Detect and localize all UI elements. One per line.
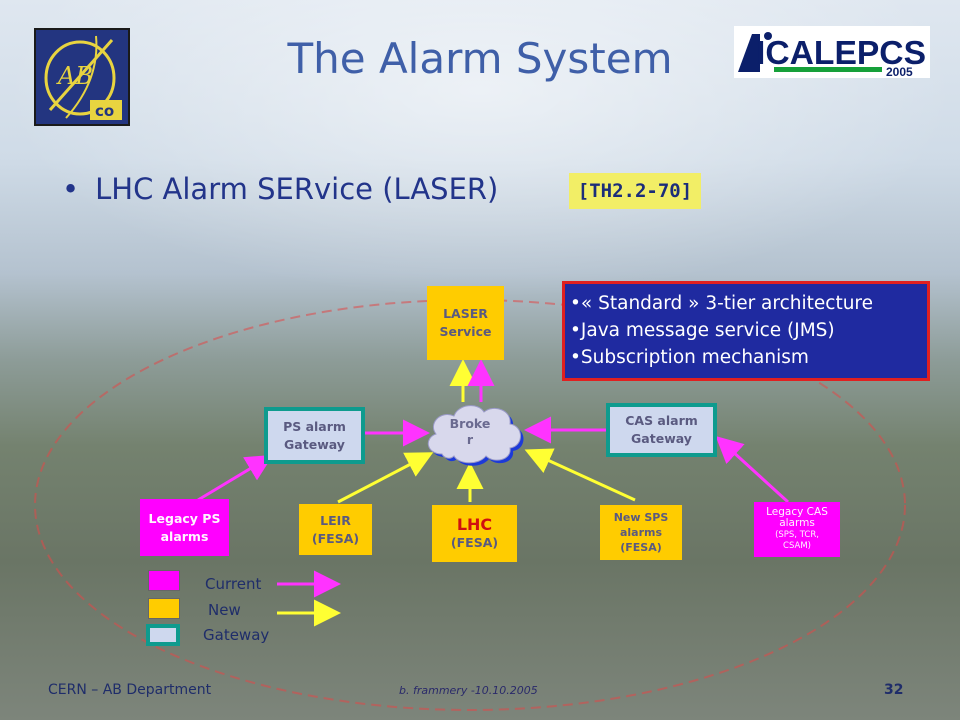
legend-swatch-gateway (146, 624, 180, 646)
legend-swatch-current (148, 570, 180, 591)
legacy-ps-line1: Legacy PS (148, 510, 221, 526)
laser-service-node: LASER Service (427, 286, 504, 360)
broker-line1: Broke (449, 416, 491, 431)
bullet-item: • LHC Alarm SERvice (LASER) (62, 172, 498, 206)
arrow-sps-broker (524, 448, 636, 502)
leir-line2: (FESA) (311, 530, 360, 546)
laser-line2: Service (439, 324, 492, 339)
arrow-legacyps-psgw (197, 454, 274, 502)
broker-label: Broke r (420, 416, 520, 448)
page-title: The Alarm System (287, 34, 673, 83)
info-item: •Java message service (JMS) (570, 320, 835, 341)
ab-logo-text: AB (56, 62, 93, 90)
sps-line3: (FESA) (620, 541, 662, 554)
leir-line1: LEIR (320, 512, 351, 528)
ab-co-logo: AB co (34, 28, 130, 126)
sps-line1: New SPS (613, 511, 669, 524)
icalepcs-logo: ICALEPCS 2005 (734, 26, 930, 79)
legacy-ps-line2: alarms (160, 528, 209, 544)
lhc-fesa-node: LHC (FESA) (432, 505, 517, 562)
info-box: •« Standard » 3-tier architecture •Java … (562, 281, 930, 381)
cas-alarm-gateway-node: CAS alarm Gateway (606, 403, 717, 457)
cas-gateway-line2: Gateway (631, 431, 692, 446)
bullet-text: LHC Alarm SERvice (LASER) (95, 172, 499, 206)
cas-gateway-line1: CAS alarm (625, 413, 698, 428)
ps-alarm-gateway-node: PS alarm Gateway (264, 407, 365, 464)
legacy-cas-line2: alarms (779, 517, 815, 529)
lhc-line2: (FESA) (450, 534, 499, 550)
legend-label-gateway: Gateway (203, 626, 270, 644)
broker-cloud: Broke r (420, 398, 528, 466)
page-number: 32 (884, 682, 904, 698)
legacy-cas-line1: Legacy CAS (766, 505, 828, 518)
legacy-cas-line4: CSAM) (783, 541, 811, 551)
co-logo-text: co (95, 102, 114, 120)
leir-fesa-node: LEIR (FESA) (299, 504, 372, 555)
icalepcs-logo-text: ICALEPCS (756, 34, 926, 71)
ps-gateway-line1: PS alarm (283, 418, 346, 434)
legacy-cas-alarms-node: Legacy CAS alarms (SPS, TCR, CSAM) (754, 502, 840, 557)
lhc-line1: LHC (456, 514, 493, 534)
info-item: •Subscription mechanism (570, 347, 809, 368)
legacy-ps-alarms-node: Legacy PS alarms (140, 499, 229, 556)
legend-swatch-new (148, 598, 180, 619)
broker-line2: r (466, 432, 474, 447)
legacy-cas-line3: (SPS, TCR, (775, 529, 819, 540)
arrow-leir-broker (337, 452, 434, 504)
legend-label-current: Current (205, 575, 262, 593)
laser-line1: LASER (443, 306, 488, 321)
sps-line2: alarms (619, 526, 663, 539)
bullet-dot: • (62, 172, 80, 206)
new-sps-alarms-node: New SPS alarms (FESA) (600, 505, 682, 560)
footer-department: CERN – AB Department (48, 682, 212, 698)
icalepcs-year: 2005 (886, 65, 913, 78)
ps-gateway-line2: Gateway (284, 436, 345, 452)
reference-badge: [TH2.2-70] (569, 173, 701, 209)
arrow-legacycas-casgw (715, 435, 790, 504)
footer-author-date: b. frammery -10.10.2005 (399, 684, 538, 697)
info-item: •« Standard » 3-tier architecture (570, 293, 874, 314)
legend-label-new: New (208, 601, 241, 619)
